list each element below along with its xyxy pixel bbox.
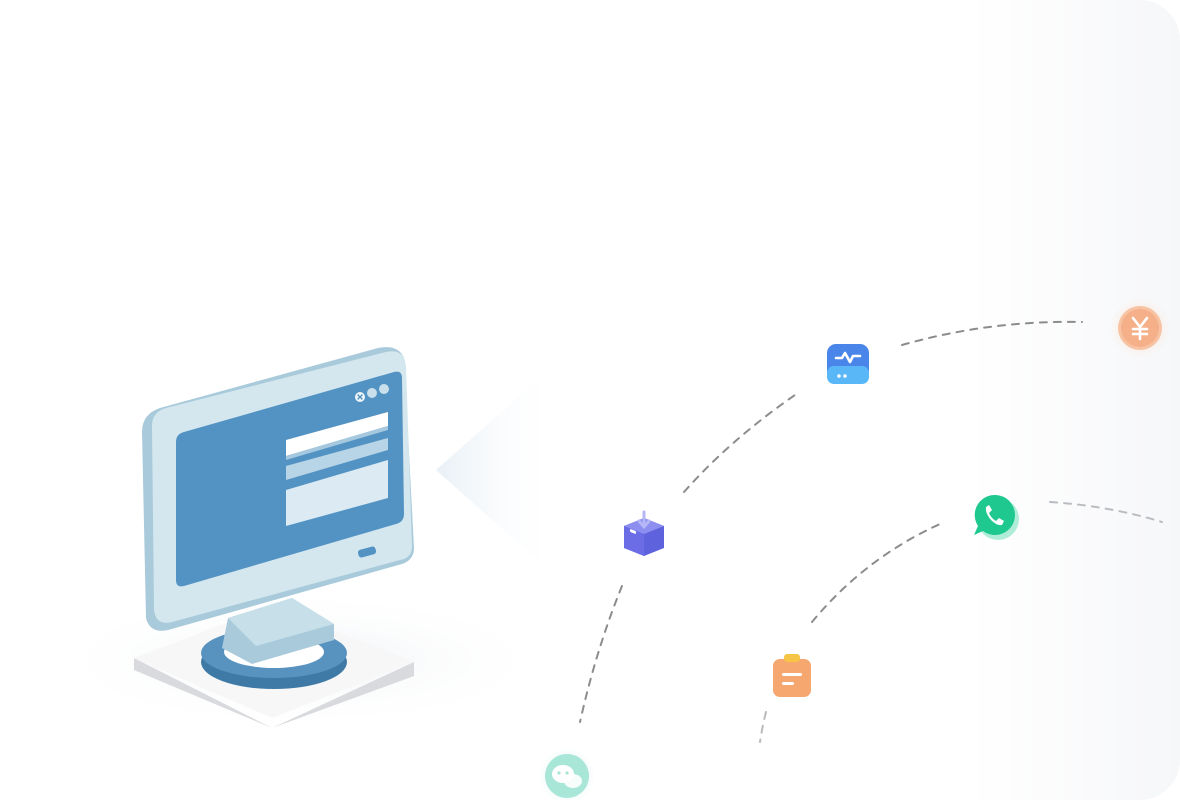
dashboard-card-icon xyxy=(827,344,869,384)
screen-field-1-shadow xyxy=(286,426,388,460)
dashed-line-clipboard-down xyxy=(759,711,767,743)
dashed-line-box-to-wechat xyxy=(579,585,623,723)
screen-field-1 xyxy=(286,412,388,456)
monitor-neck-top xyxy=(228,598,334,646)
minimize-dot-icon xyxy=(367,388,377,398)
monitor-base-plate-side xyxy=(134,658,414,728)
clipboard-icon xyxy=(773,654,811,697)
dashed-connections xyxy=(579,320,1163,743)
wechat-icon xyxy=(539,748,595,800)
dashed-line-whatsapp-out xyxy=(1049,501,1163,523)
yen-coin-icon xyxy=(1110,298,1170,358)
whatsapp-icon xyxy=(974,494,1019,540)
maximize-dot-icon xyxy=(379,384,389,394)
screen-field-3 xyxy=(286,460,388,526)
screen-field-2 xyxy=(286,438,388,480)
dashed-line-clipboard-to-whatsapp xyxy=(811,523,941,623)
monitor-illustration xyxy=(134,347,414,728)
dashed-line-dashboard-to-yen xyxy=(901,320,1083,346)
dashed-line-box-to-dashboard xyxy=(683,394,796,493)
box-download-icon xyxy=(624,510,664,556)
monitor-power-switch xyxy=(357,546,377,558)
light-beam xyxy=(436,360,560,580)
